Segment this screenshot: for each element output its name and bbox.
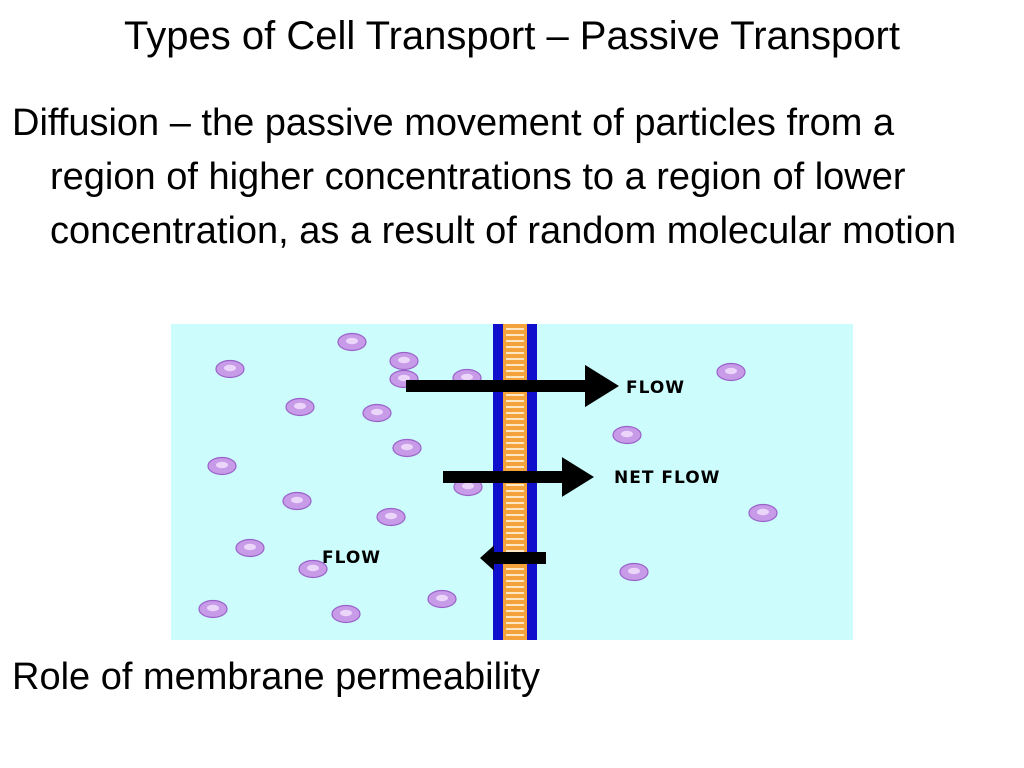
particle-right-3 (619, 562, 649, 582)
flow-right-arrow (406, 364, 619, 408)
membrane-stripe (506, 592, 524, 594)
particle-left-11 (298, 559, 328, 579)
particle-left-2 (389, 351, 419, 371)
membrane-stripe (506, 526, 524, 528)
particle-left-13 (331, 604, 361, 624)
membrane-stripe (506, 532, 524, 534)
particle-left-8 (282, 491, 312, 511)
membrane-stripe (506, 580, 524, 582)
particle-left-4 (362, 403, 392, 423)
particle-left-3 (285, 397, 315, 417)
particle-left-6 (207, 456, 237, 476)
membrane-stripe (506, 598, 524, 600)
membrane-stripe (506, 520, 524, 522)
membrane-stripe (506, 340, 524, 342)
membrane-stripe (506, 376, 524, 378)
flow-left-label: FLOW (322, 548, 381, 568)
particle-left-9 (376, 507, 406, 527)
arrow-group (406, 364, 619, 571)
membrane-stripe (506, 496, 524, 498)
flow-left-arrow (480, 545, 546, 571)
membrane-stripe (506, 568, 524, 570)
membrane-stripe (506, 436, 524, 438)
particle-left-10 (235, 538, 265, 558)
membrane-stripe (506, 412, 524, 414)
particle-left-14 (427, 589, 457, 609)
membrane-stripe (506, 604, 524, 606)
membrane-stripe (506, 430, 524, 432)
membrane-stripe (506, 586, 524, 588)
membrane-stripe (506, 508, 524, 510)
membrane-stripe (506, 466, 524, 468)
membrane-stripe (506, 334, 524, 336)
particle-right-0 (716, 362, 746, 382)
membrane-stripe (506, 634, 524, 636)
membrane-stripe (506, 394, 524, 396)
membrane-stripe (506, 550, 524, 552)
membrane-stripe (506, 610, 524, 612)
membrane-stripe (506, 370, 524, 372)
membrane-stripe (506, 364, 524, 366)
membrane-stripe (506, 358, 524, 360)
membrane-stripe (506, 544, 524, 546)
membrane-stripe (506, 346, 524, 348)
membrane-permeability-point: Role of membrane permeability (12, 656, 541, 698)
membrane-stripe (506, 352, 524, 354)
membrane-stripe (506, 418, 524, 420)
net-flow-label: NET FLOW (614, 468, 720, 488)
slide-title: Types of Cell Transport – Passive Transp… (124, 14, 900, 58)
particle-right-2 (748, 503, 778, 523)
diffusion-definition: Diffusion – the passive movement of part… (12, 102, 957, 252)
membrane-stripe (506, 490, 524, 492)
membrane-stripe (506, 484, 524, 486)
membrane-stripe (506, 406, 524, 408)
membrane-stripe (506, 622, 524, 624)
particle-left-0 (337, 332, 367, 352)
particle-left-5 (392, 438, 422, 458)
net-flow-arrow (443, 457, 594, 497)
diffusion-diagram: FLOW NET FLOW FLOW (171, 324, 853, 640)
membrane-stripe (506, 400, 524, 402)
membrane-stripe (506, 502, 524, 504)
membrane-stripe (506, 616, 524, 618)
membrane-stripe (506, 442, 524, 444)
membrane-stripe (506, 538, 524, 540)
membrane-stripe (506, 454, 524, 456)
membrane-stripe (506, 424, 524, 426)
membrane-stripe (506, 328, 524, 330)
membrane-stripe (506, 448, 524, 450)
membrane-stripe (506, 628, 524, 630)
particle-right-1 (612, 425, 642, 445)
membrane-stripe (506, 460, 524, 462)
particle-left-12 (198, 599, 228, 619)
particle-left-1 (215, 359, 245, 379)
flow-right-label: FLOW (626, 378, 685, 398)
membrane-stripe (506, 574, 524, 576)
membrane-stripe (506, 514, 524, 516)
